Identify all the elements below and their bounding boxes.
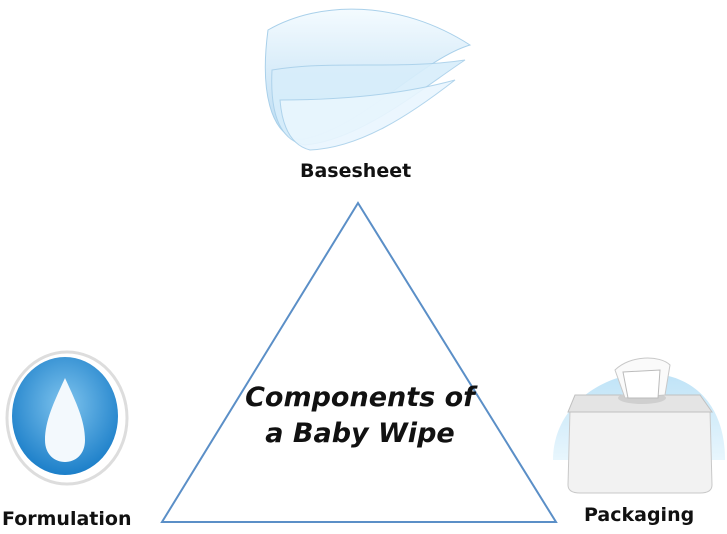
triangle <box>160 201 558 523</box>
center-title-line2: a Baby Wipe <box>265 418 455 449</box>
basesheet-label: Basesheet <box>300 160 412 182</box>
wipe-sheets-icon <box>264 8 472 151</box>
center-title: Components of a Baby Wipe <box>235 380 485 452</box>
formulation-label: Formulation <box>2 508 132 530</box>
packaging-label: Packaging <box>584 504 695 526</box>
wipes-box-icon <box>553 357 725 494</box>
center-title-line1: Components of <box>245 382 475 413</box>
water-drop-icon <box>5 350 129 486</box>
